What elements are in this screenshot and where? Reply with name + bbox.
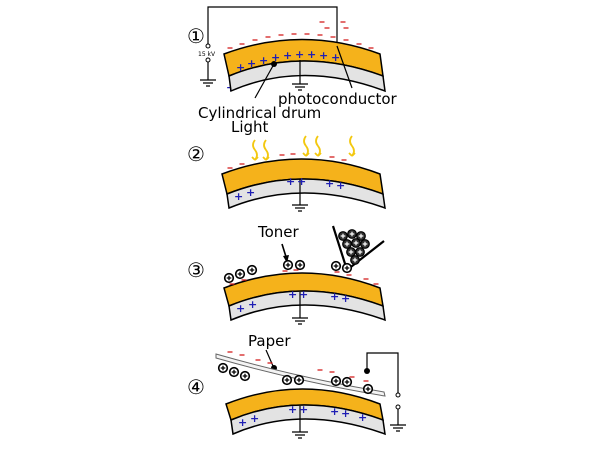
svg-text:+: +	[336, 179, 345, 192]
ground-icon	[292, 431, 308, 439]
charging-wire	[207, 6, 338, 45]
svg-text:+: +	[358, 411, 367, 424]
cylindrical-drum	[228, 60, 386, 93]
svg-text:+: +	[248, 298, 257, 311]
svg-text:+: +	[288, 403, 297, 416]
svg-text:+: +	[295, 48, 304, 61]
cylindrical-drum	[228, 290, 386, 322]
svg-text:+: +	[283, 49, 292, 62]
svg-text:+: +	[307, 48, 316, 61]
svg-text:+: +	[330, 290, 339, 303]
paper-sheet	[215, 353, 386, 397]
corona-negative-charges	[318, 21, 350, 29]
step-2-exposure: ++ ++ ++	[221, 135, 386, 212]
svg-text:+: +	[246, 186, 255, 199]
light-ray-icon	[251, 135, 356, 161]
cylindrical-drum	[230, 404, 386, 436]
drum-positive-charges: ++ ++ ++ +	[238, 403, 367, 429]
svg-text:+: +	[236, 302, 245, 315]
svg-text:+: +	[238, 416, 247, 429]
ground-icon	[390, 424, 406, 432]
cylindrical-drum	[226, 178, 386, 210]
svg-text:+: +	[234, 190, 243, 203]
drum-positive-charges: ++ ++ ++	[236, 288, 350, 315]
svg-text:+: +	[319, 49, 328, 62]
photoconductor-label: photoconductor	[278, 90, 398, 108]
svg-text:+: +	[341, 292, 350, 305]
drum-positive-charges: ++ ++ ++	[234, 175, 345, 203]
svg-text:+: +	[236, 61, 245, 74]
svg-text:+: +	[271, 51, 280, 64]
step-1-charging: 15 kV + ++ ++ ++ ++ +	[198, 6, 398, 136]
ground-icon	[292, 317, 308, 325]
toner-label: Toner	[257, 223, 300, 241]
svg-text:+: +	[341, 407, 350, 420]
ground-icon	[292, 204, 308, 212]
step-2-number: ②	[187, 142, 205, 166]
light-label: Light	[231, 118, 269, 136]
svg-text:+: +	[330, 405, 339, 418]
paper-label: Paper	[248, 332, 291, 350]
svg-text:+: +	[250, 412, 259, 425]
step-3-development: Toner ++	[223, 223, 386, 325]
svg-text:+: +	[259, 54, 268, 67]
step-1-number: ①	[187, 24, 205, 48]
svg-text:+: +	[299, 288, 308, 301]
svg-text:+: +	[331, 51, 340, 64]
toner-hopper-icon	[331, 225, 385, 271]
svg-text:+: +	[288, 288, 297, 301]
svg-text:+: +	[325, 177, 334, 190]
cylindrical-drum-label: Cylindrical drum	[198, 104, 321, 122]
svg-text:+: +	[299, 403, 308, 416]
switch-icon	[395, 392, 401, 410]
svg-text:+: +	[297, 175, 306, 188]
svg-text:+: +	[247, 57, 256, 70]
voltage-label: 15 kV	[198, 51, 216, 58]
ground-icon	[292, 83, 308, 91]
svg-text:+: +	[286, 175, 295, 188]
transfer-wire	[366, 352, 399, 393]
drum-positive-charges: ++ ++ ++ ++ +	[236, 48, 340, 74]
step-3-number: ③	[187, 258, 205, 282]
step-4-transfer: Paper	[215, 332, 406, 439]
step-4-number: ④	[187, 375, 205, 399]
ground-icon	[200, 79, 216, 87]
